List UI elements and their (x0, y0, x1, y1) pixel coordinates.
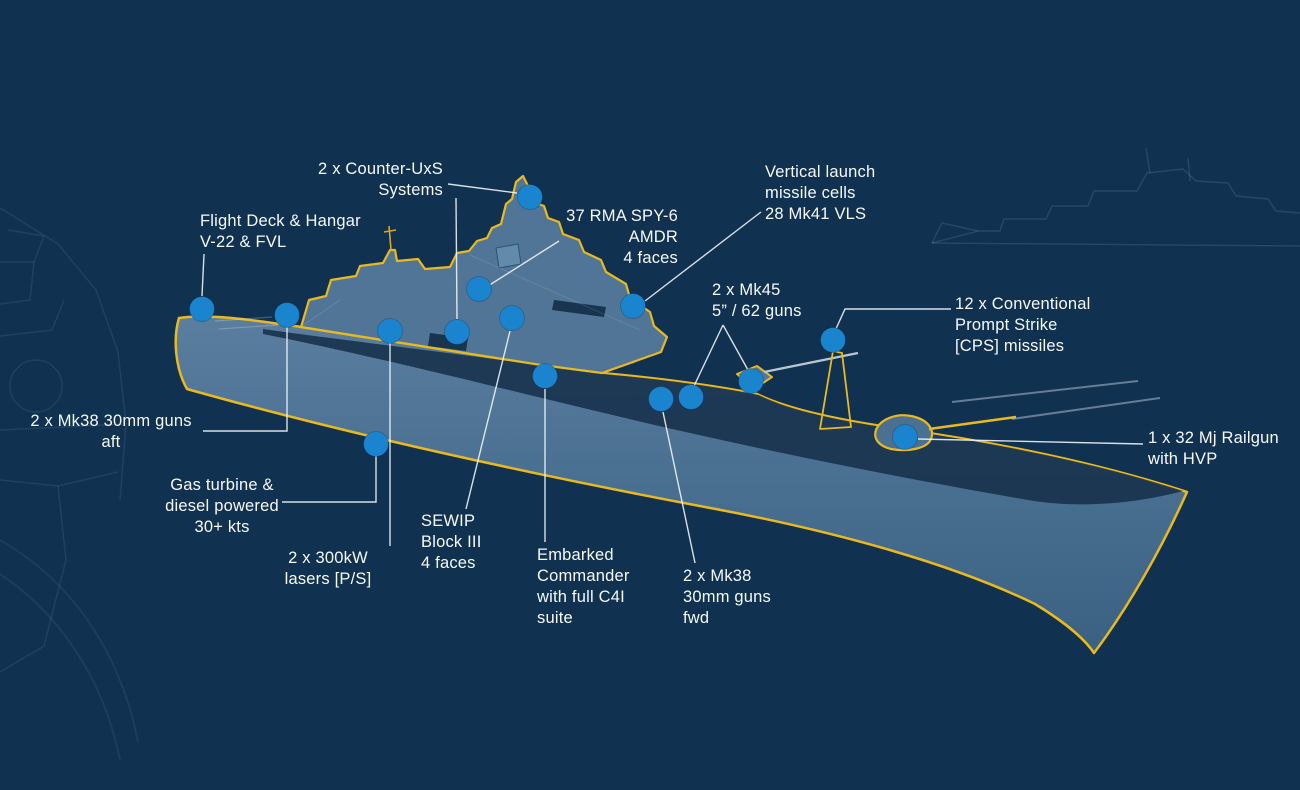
leader-line-gas-turbine (282, 456, 377, 503)
leader-line-mk45-b (722, 324, 749, 371)
callout-railgun: 1 x 32 Mj Railgun with HVP (1148, 429, 1279, 468)
leader-line-flight-deck (201, 253, 205, 297)
marker-embarked-commander (532, 363, 558, 389)
callout-mk38-aft: 2 x Mk38 30mm guns aft (30, 412, 192, 451)
leader-line-mk38-aft (203, 327, 288, 432)
marker-gas-turbine (363, 431, 389, 457)
marker-dots (189, 184, 918, 457)
leader-line-counter-uxs-b (455, 197, 458, 320)
marker-mk45-b (738, 368, 764, 394)
bridge-windows (552, 300, 606, 317)
marker-spy6 (466, 276, 492, 302)
marker-flight-deck (189, 296, 215, 322)
callout-cps: 12 x Conventional Prompt Strike [CPS] mi… (955, 295, 1091, 355)
hull-shadow-band (263, 329, 1183, 505)
leader-line-sewip (465, 330, 511, 510)
callout-counter-uxs: 2 x Counter-UxS Systems (318, 160, 443, 199)
bow-antenna-spikes (951, 380, 1161, 420)
marker-railgun (892, 424, 918, 450)
spy6-panel (495, 243, 522, 269)
aft-mast (383, 225, 397, 251)
callout-spy6: 37 RMA SPY-6 AMDR 4 faces (566, 207, 678, 267)
callout-lasers: 2 x 300kW lasers [P/S] (284, 549, 372, 588)
marker-lasers (377, 318, 403, 344)
marker-counter-uxs-mast (517, 184, 543, 210)
callout-mk45: 2 x Mk45 5” / 62 guns (712, 281, 802, 320)
marker-vls (620, 293, 646, 319)
marker-mk38-aft (274, 302, 300, 328)
callout-flight-deck: Flight Deck & Hangar V-22 & FVL (200, 212, 361, 251)
railgun-barrel (928, 415, 1017, 431)
marker-mk45-a (678, 384, 704, 410)
leader-line-spy6 (487, 240, 560, 287)
marker-counter-uxs-deck (444, 319, 470, 345)
cps-structure (819, 350, 852, 430)
leader-line-mk45-a (693, 324, 724, 387)
leader-lines (201, 183, 1144, 564)
flight-deck-markings (214, 316, 279, 330)
callout-gas-turbine: Gas turbine & diesel powered 30+ kts (165, 476, 279, 536)
callout-mk38-fwd: 2 x Mk38 30mm guns fwd (683, 567, 772, 627)
panel-seam (301, 254, 641, 331)
callout-embarked-commander: Embarked Commander with full C4I suite (537, 546, 630, 627)
background-ship-outline-left (0, 207, 139, 761)
marker-cps (820, 327, 846, 353)
leader-line-counter-uxs-a (447, 183, 518, 194)
background-ship-outline-top-right (931, 147, 1300, 247)
callout-vls: Vertical launch missile cells 28 Mk41 VL… (765, 163, 876, 223)
leader-line-cps (834, 308, 951, 332)
marker-sewip (499, 305, 525, 331)
leader-line-vls (644, 211, 762, 302)
leader-line-railgun (917, 438, 1144, 445)
callout-sewip: SEWIP Block III 4 faces (421, 512, 482, 572)
marker-mk38-fwd (648, 386, 674, 412)
leader-line-mk38-fwd (662, 411, 696, 564)
